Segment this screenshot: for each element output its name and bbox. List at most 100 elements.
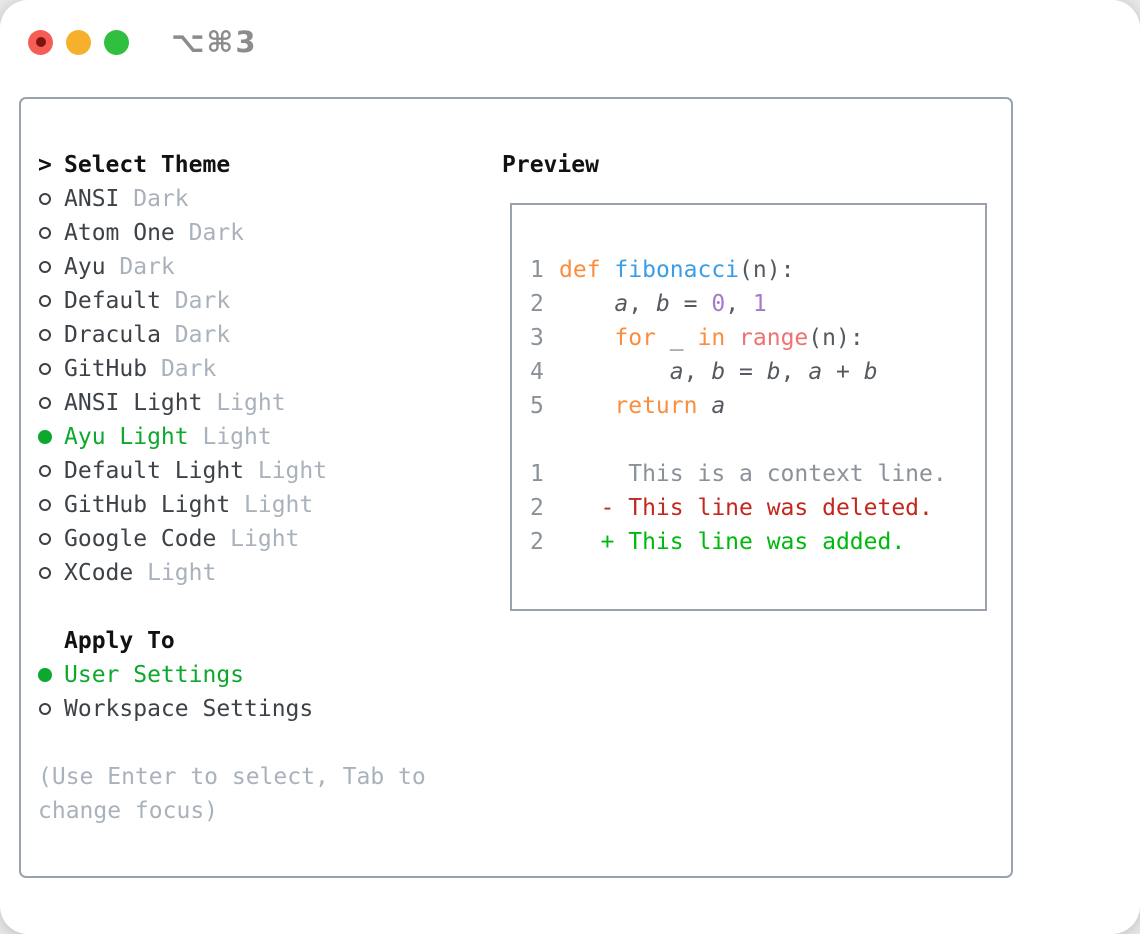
theme-variant: Dark <box>119 254 175 280</box>
radio-unselected-icon <box>38 261 64 273</box>
theme-variant: Dark <box>133 186 189 212</box>
theme-variant: Light <box>244 492 314 518</box>
minimize-button-icon[interactable] <box>66 29 91 55</box>
theme-name: Google Code <box>64 526 217 552</box>
radio-unselected-icon <box>38 499 64 511</box>
radio-unselected-icon <box>38 465 64 477</box>
theme-variant: Light <box>147 560 217 586</box>
theme-variant: Light <box>230 526 300 552</box>
code-token: return <box>614 393 698 419</box>
code-token: b <box>711 359 726 385</box>
radio-selected-icon <box>38 430 64 444</box>
code-token <box>725 325 739 351</box>
theme-variant: Dark <box>160 356 217 382</box>
main-panel: > Select Theme ANSI Dark Atom One Dark A… <box>19 97 1013 878</box>
code-token: 1 <box>752 291 767 317</box>
window-title: ⌥⌘3 <box>171 25 258 59</box>
diff-deleted-line: 2 - This line was deleted. <box>530 491 985 525</box>
blank-line <box>530 423 985 457</box>
spacer <box>38 590 426 624</box>
code-token <box>559 393 614 419</box>
theme-name: Atom One <box>64 220 175 246</box>
radio-unselected-icon <box>38 703 64 715</box>
radio-unselected-icon <box>38 533 64 545</box>
select-theme-header: > Select Theme <box>38 148 426 182</box>
code-token <box>559 325 614 351</box>
line-number: 5 <box>530 393 544 419</box>
theme-option-ayu-dark[interactable]: Ayu Dark <box>38 250 426 284</box>
code-token: a <box>614 291 629 317</box>
code-token: , <box>683 359 712 385</box>
radio-unselected-icon <box>38 567 64 579</box>
theme-option-ansi-dark[interactable]: ANSI Dark <box>38 182 426 216</box>
theme-name: XCode <box>64 560 134 586</box>
titlebar: ⌥⌘3 <box>28 25 258 59</box>
theme-list: > Select Theme ANSI Dark Atom One Dark A… <box>38 148 426 828</box>
code-token: _ <box>655 325 698 351</box>
code-token: a <box>669 359 684 385</box>
theme-name: ANSI <box>64 186 120 212</box>
line-number: 2 <box>530 529 544 555</box>
theme-name: GitHub <box>64 356 148 382</box>
theme-option-default-light[interactable]: Default Light Light <box>38 454 426 488</box>
code-token: , <box>628 291 656 317</box>
code-token: = <box>725 359 767 385</box>
code-token: fibonacci <box>614 257 740 283</box>
theme-option-ansi-light[interactable]: ANSI Light Light <box>38 386 426 420</box>
theme-option-github-light[interactable]: GitHub Light Light <box>38 488 426 522</box>
code-token: = <box>669 291 712 317</box>
code-token: , <box>780 359 809 385</box>
theme-variant: Dark <box>188 220 245 246</box>
theme-variant: Light <box>216 390 286 416</box>
code-line: 4 a, b = b, a + b <box>530 355 985 389</box>
radio-unselected-icon <box>38 193 64 205</box>
code-token: in <box>697 325 726 351</box>
code-line: 2 a, b = 0, 1 <box>530 287 985 321</box>
code-token <box>559 359 670 385</box>
apply-option-workspace-settings[interactable]: Workspace Settings <box>38 692 426 726</box>
close-button-icon[interactable] <box>28 29 53 55</box>
cursor-icon: > <box>38 152 52 178</box>
line-number: 1 <box>530 257 544 283</box>
theme-option-xcode[interactable]: XCode Light <box>38 556 426 590</box>
theme-name: GitHub Light <box>64 492 231 518</box>
code-line: 5 return a <box>530 389 985 423</box>
code-token: b <box>766 359 781 385</box>
apply-option-user-settings[interactable]: User Settings <box>38 658 426 692</box>
code-token: for <box>614 325 656 351</box>
spacer <box>38 726 426 760</box>
code-token <box>559 291 614 317</box>
theme-variant: Light <box>257 458 328 484</box>
line-number: 1 <box>530 461 544 487</box>
theme-name: Ayu Light <box>64 424 189 450</box>
theme-option-github-dark[interactable]: GitHub Dark <box>38 352 426 386</box>
theme-name: Default <box>64 288 161 314</box>
theme-name: Dracula <box>64 322 161 348</box>
theme-name: Ayu <box>64 254 106 280</box>
radio-unselected-icon <box>38 363 64 375</box>
apply-option-label: User Settings <box>64 662 245 688</box>
theme-option-google-code[interactable]: Google Code Light <box>38 522 426 556</box>
code-token: + <box>822 359 864 385</box>
theme-option-default-dark[interactable]: Default Dark <box>38 284 426 318</box>
code-token: , <box>725 291 753 317</box>
code-token: b <box>863 359 878 385</box>
theme-option-ayu-light[interactable]: Ayu Light Light <box>38 420 426 454</box>
hint-text-line2: change focus) <box>38 798 219 824</box>
diff-text: This is a context line. <box>559 461 947 487</box>
code-token: a <box>808 359 823 385</box>
code-token: 0 <box>711 291 726 317</box>
code-token: def <box>559 257 601 283</box>
theme-option-dracula-dark[interactable]: Dracula Dark <box>38 318 426 352</box>
radio-unselected-icon <box>38 295 64 307</box>
theme-option-atom-one-dark[interactable]: Atom One Dark <box>38 216 426 250</box>
apply-to-header: Apply To <box>38 624 426 658</box>
zoom-button-icon[interactable] <box>104 29 129 55</box>
radio-unselected-icon <box>38 329 64 341</box>
apply-option-label: Workspace Settings <box>64 696 314 722</box>
apply-to-title: Apply To <box>64 628 175 654</box>
line-number: 4 <box>530 359 544 385</box>
preview-title: Preview <box>502 152 599 178</box>
